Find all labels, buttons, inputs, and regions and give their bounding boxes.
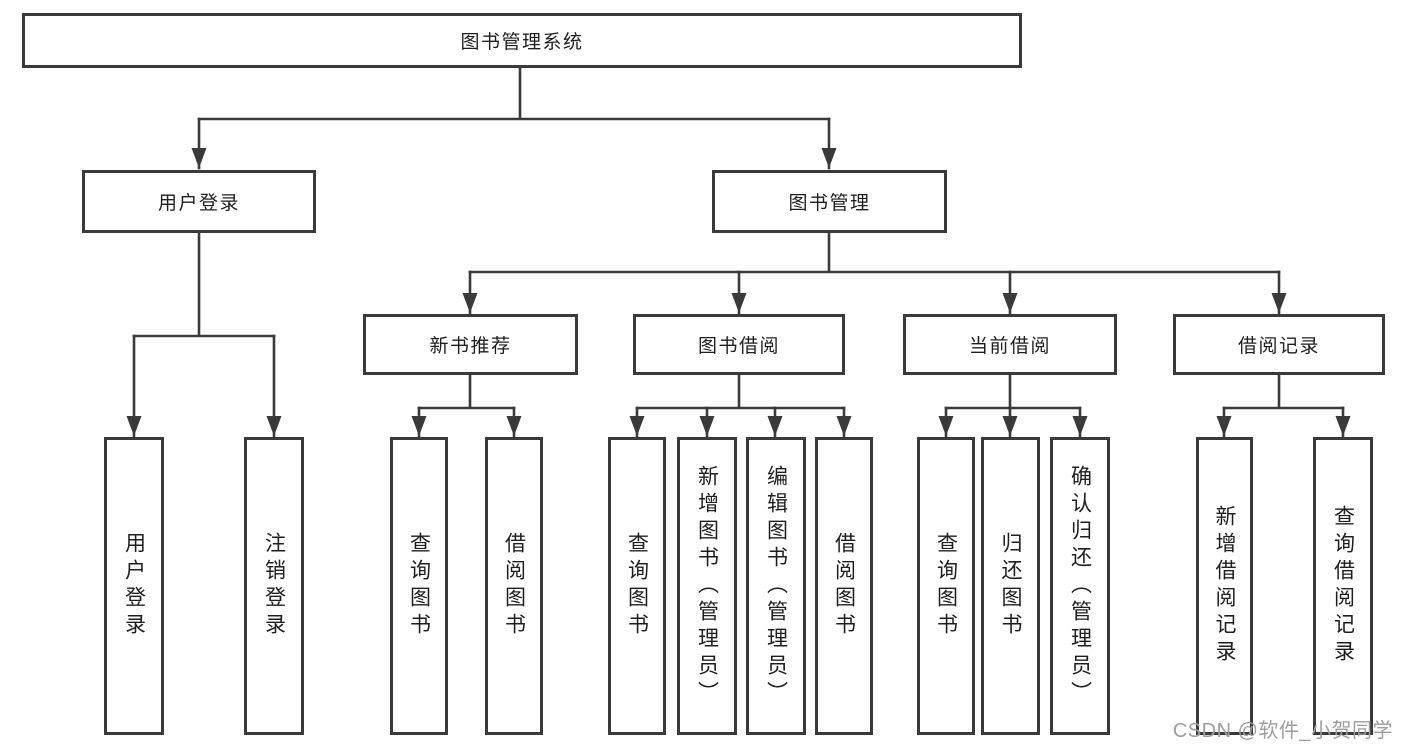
node-book-management-label: 图书管理 (788, 193, 871, 214)
leaf-logout: 注销登录 (244, 437, 304, 735)
node-library-management-system-label: 图书管理系统 (460, 32, 584, 53)
leaf-query-book-borrow-label: 查询图书 (625, 532, 649, 640)
leaf-query-book-borrow: 查询图书 (608, 437, 666, 735)
leaf-borrow-book-borrow-label: 借阅图书 (832, 532, 856, 640)
leaf-add-book-admin-label: 新增图书（管理员） (695, 464, 719, 708)
leaf-query-borrow-record: 查询借阅记录 (1313, 437, 1373, 735)
leaf-user-login: 用户登录 (104, 437, 164, 735)
node-current-borrow: 当前借阅 (903, 314, 1117, 375)
leaf-confirm-return-admin-label: 确认归还（管理员） (1068, 464, 1092, 708)
node-book-management: 图书管理 (712, 170, 947, 233)
leaf-query-book-current: 查询图书 (917, 437, 975, 735)
leaf-add-borrow-record-label: 新增借阅记录 (1213, 505, 1236, 667)
node-user-login: 用户登录 (82, 170, 316, 233)
leaf-return-book-label: 归还图书 (999, 532, 1022, 640)
node-current-borrow-label: 当前借阅 (968, 336, 1051, 357)
leaf-query-book-recommend-label: 查询图书 (407, 532, 431, 640)
node-new-book-recommend: 新书推荐 (363, 314, 578, 375)
leaf-confirm-return-admin: 确认归还（管理员） (1050, 437, 1110, 735)
leaf-return-book: 归还图书 (981, 437, 1040, 735)
leaf-query-book-current-label: 查询图书 (934, 532, 958, 640)
node-user-login-label: 用户登录 (157, 193, 240, 214)
node-book-borrow-label: 图书借阅 (697, 336, 780, 357)
leaf-borrow-book-recommend: 借阅图书 (485, 437, 543, 735)
leaf-edit-book-admin: 编辑图书（管理员） (746, 437, 806, 735)
leaf-query-book-recommend: 查询图书 (390, 437, 448, 735)
leaf-add-book-admin: 新增图书（管理员） (677, 437, 737, 735)
node-book-borrow: 图书借阅 (633, 314, 845, 375)
leaf-logout-label: 注销登录 (262, 532, 286, 640)
node-borrow-record-label: 借阅记录 (1237, 336, 1320, 357)
leaf-query-borrow-record-label: 查询借阅记录 (1331, 505, 1355, 667)
leaf-edit-book-admin-label: 编辑图书（管理员） (764, 464, 788, 708)
leaf-borrow-book-recommend-label: 借阅图书 (502, 532, 526, 640)
leaf-user-login-label: 用户登录 (122, 532, 146, 640)
csdn-watermark: CSDN @软件_小贺同学 (1172, 720, 1393, 742)
node-borrow-record: 借阅记录 (1173, 314, 1385, 375)
leaf-borrow-book-borrow: 借阅图书 (815, 437, 873, 735)
leaf-add-borrow-record: 新增借阅记录 (1196, 437, 1253, 735)
node-new-book-recommend-label: 新书推荐 (429, 336, 512, 357)
node-library-management-system: 图书管理系统 (22, 13, 1022, 68)
